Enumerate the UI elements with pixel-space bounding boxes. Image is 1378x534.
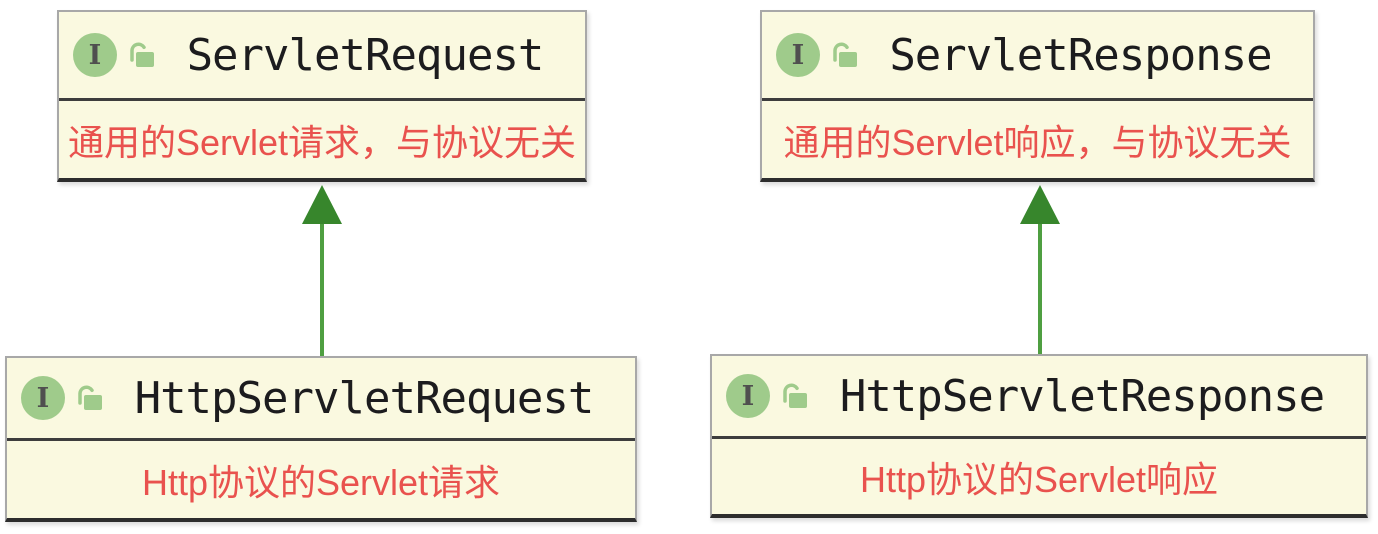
- class-description-section: Http协议的Servlet响应: [712, 439, 1366, 514]
- unlocked-icon: [130, 42, 154, 67]
- class-description: 通用的Servlet请求，与协议无关: [67, 121, 577, 163]
- class-description-section: Http协议的Servlet请求: [7, 441, 635, 518]
- class-name: HttpServletResponse: [839, 370, 1325, 422]
- inheritance-arrow-request: [302, 185, 342, 356]
- class-node-servlet-request[interactable]: I ServletRequest 通用的Servlet请求，与协议无关: [57, 10, 587, 182]
- interface-icon: I: [776, 33, 820, 77]
- class-node-header: I HttpServletRequest: [7, 358, 635, 441]
- class-node-header: I ServletResponse: [762, 12, 1313, 101]
- unlocked-icon: [783, 383, 807, 408]
- class-description-section: 通用的Servlet响应，与协议无关: [762, 101, 1313, 178]
- class-description: 通用的Servlet响应，与协议无关: [783, 121, 1292, 163]
- class-node-http-servlet-request[interactable]: I HttpServletRequest Http协议的Servlet请求: [5, 356, 637, 522]
- class-node-header: I ServletRequest: [59, 12, 585, 101]
- inheritance-arrow-response: [1020, 185, 1060, 354]
- unlocked-icon: [833, 42, 857, 67]
- class-description: Http协议的Servlet响应: [859, 458, 1219, 500]
- class-node-http-servlet-response[interactable]: I HttpServletResponse Http协议的Servlet响应: [710, 354, 1368, 518]
- class-description: Http协议的Servlet请求: [141, 461, 501, 503]
- class-node-servlet-response[interactable]: I ServletResponse 通用的Servlet响应，与协议无关: [760, 10, 1315, 182]
- class-name: ServletResponse: [889, 29, 1272, 81]
- interface-icon: I: [21, 376, 65, 420]
- class-name: HttpServletRequest: [134, 372, 595, 424]
- unlocked-icon: [78, 385, 102, 410]
- class-description-section: 通用的Servlet请求，与协议无关: [59, 101, 585, 178]
- class-node-header: I HttpServletResponse: [712, 356, 1366, 439]
- class-name: ServletRequest: [186, 29, 545, 81]
- interface-icon: I: [73, 33, 117, 77]
- interface-icon: I: [726, 374, 770, 418]
